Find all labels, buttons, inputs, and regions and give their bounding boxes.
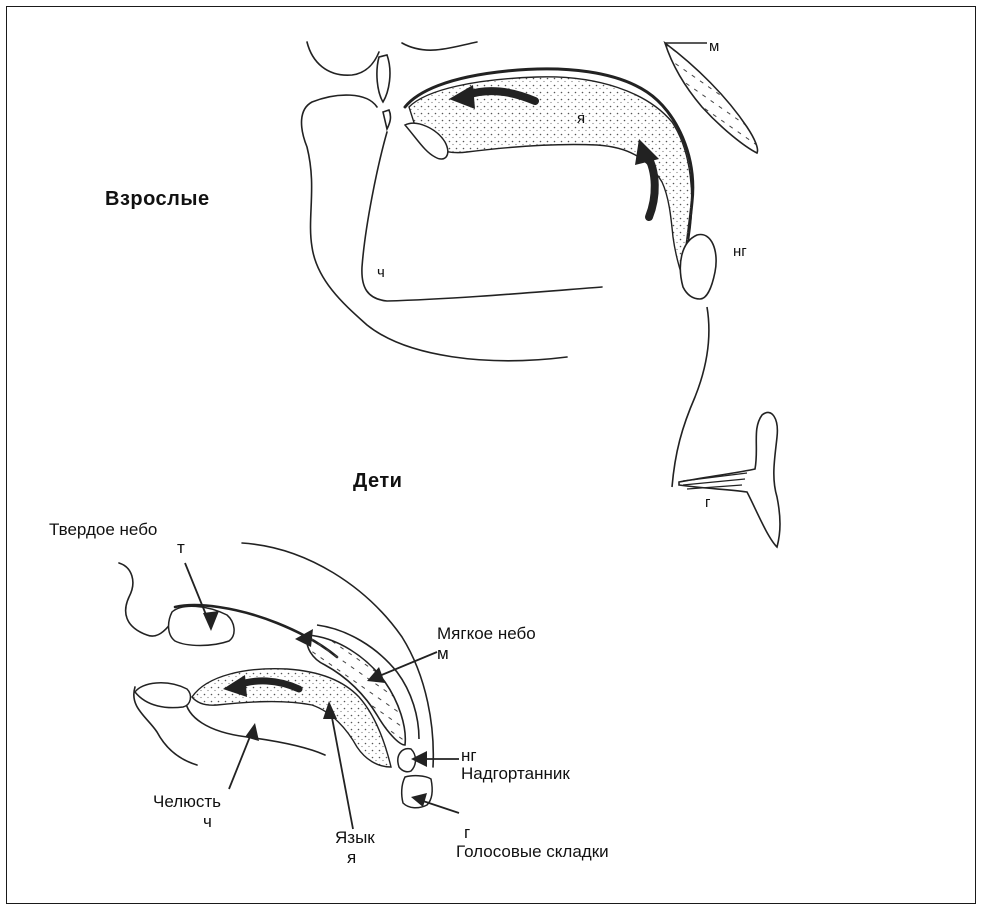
diagram-frame: Взрослые Дети м я ч нг г Твердое небо т … xyxy=(6,6,976,904)
child-vocal-folds-abbr: г xyxy=(464,824,470,841)
adult-vocal-folds-label: г xyxy=(705,495,710,510)
adults-heading: Взрослые xyxy=(105,189,210,209)
adult-epiglottis-label: нг xyxy=(733,244,747,259)
child-hard-palate-abbr: т xyxy=(177,539,185,556)
adult-upper-lip-outline xyxy=(307,42,379,75)
child-jaw-abbr: ч xyxy=(203,813,212,830)
child-jaw-label: Челюсть xyxy=(153,793,221,810)
adult-soft-palate-label: м xyxy=(709,39,719,54)
child-hard-palate-label: Твердое небо xyxy=(49,521,157,538)
adult-tongue-label: я xyxy=(577,111,585,126)
adult-jaw-label: ч xyxy=(377,265,385,280)
child-soft-palate-label: Мягкое небо xyxy=(437,625,536,642)
child-tongue-label: Язык xyxy=(335,829,375,846)
adult-tongue-mass xyxy=(409,77,692,279)
adult-nose-outline xyxy=(402,42,477,50)
child-soft-palate-abbr: м xyxy=(437,645,449,662)
adult-jaw-line xyxy=(362,132,602,301)
child-vocal-folds-label: Голосовые складки xyxy=(456,843,609,860)
adult-epiglottis xyxy=(680,235,716,299)
child-epiglottis-label: Надгортанник xyxy=(461,765,570,782)
child-tongue-abbr: я xyxy=(347,849,356,866)
child-upper-lip-outline xyxy=(119,563,172,636)
child-epiglottis-abbr: нг xyxy=(461,747,477,764)
child-upper-lip xyxy=(169,606,235,645)
child-vocal-tract xyxy=(119,543,433,767)
adult-pharynx-line xyxy=(672,307,709,487)
child-epiglottis xyxy=(398,749,416,772)
adult-flow-arrow-up xyxy=(647,155,655,217)
child-lower-lip xyxy=(135,683,190,708)
children-heading: Дети xyxy=(353,471,402,491)
adult-lower-incisor xyxy=(383,110,390,129)
adult-upper-incisor xyxy=(377,55,390,102)
